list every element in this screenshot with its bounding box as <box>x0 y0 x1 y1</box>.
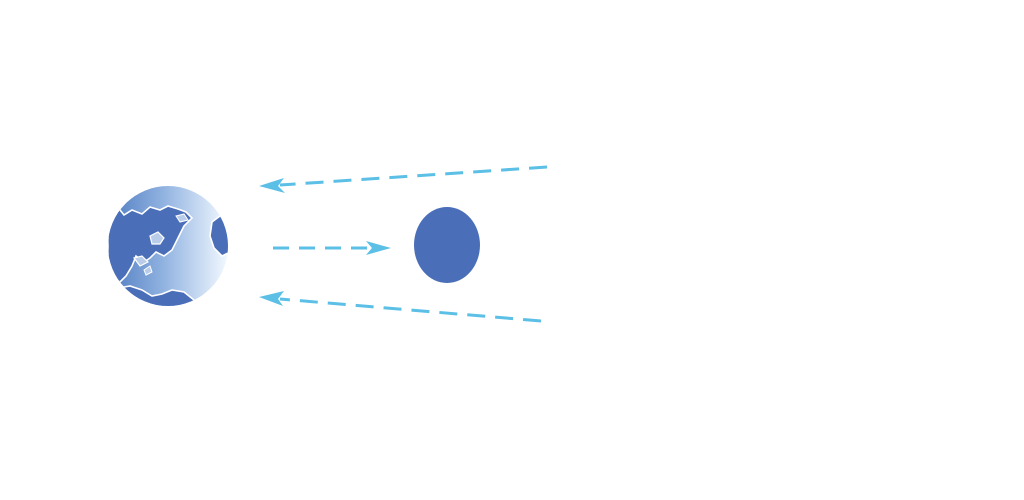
moon-disc <box>414 207 480 283</box>
lower-ray-arrowhead <box>259 291 284 306</box>
middle-ray-arrowhead <box>366 241 391 255</box>
earth-globe-icon <box>108 186 228 306</box>
island-3 <box>143 265 153 276</box>
upper-ray-line <box>279 165 548 187</box>
moon-icon <box>414 207 480 283</box>
upper-ray-arrow <box>259 165 548 193</box>
upper-ray-arrowhead <box>259 178 285 193</box>
middle-ray-arrow <box>273 241 391 255</box>
lower-ray-line <box>279 297 542 323</box>
island-2 <box>132 255 150 267</box>
island-4 <box>175 213 189 223</box>
island-1 <box>149 231 165 245</box>
lower-ray-arrow <box>259 291 542 323</box>
continent-main <box>108 203 194 284</box>
